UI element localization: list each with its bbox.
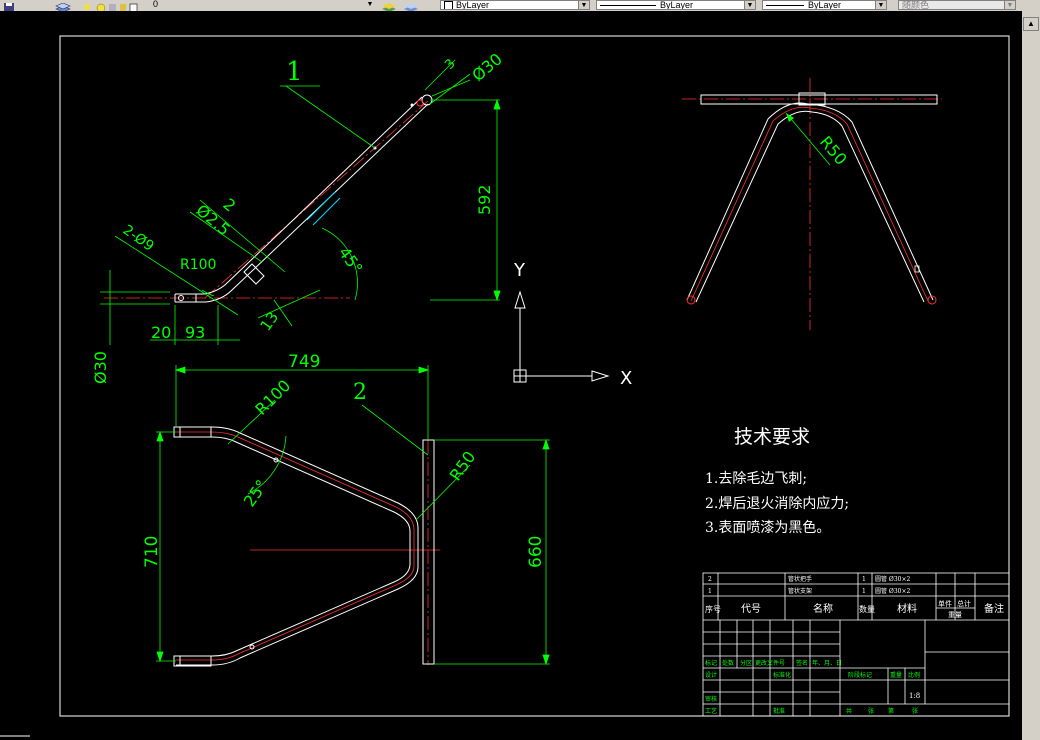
label-scale: 比例	[908, 671, 920, 679]
layer-value: 0	[153, 0, 159, 9]
make-current-layer-icon[interactable]	[380, 0, 400, 11]
title-block	[702, 572, 1010, 717]
bom-row-2-qty: 1	[862, 588, 866, 595]
label-sheet-word2: 张	[912, 707, 918, 715]
dim-710: 710	[142, 536, 162, 568]
lineweight-preview	[766, 5, 804, 7]
bom-row-1-material: 圆管 Ø30×2	[875, 575, 910, 583]
scroll-up-icon[interactable]: ▲	[1023, 17, 1039, 31]
title-block-sign: 标记 处数 分区 更改文件号 签名 年、月、日 设计 标准化 阶段标记 重量 比…	[705, 659, 920, 715]
scale-value: 1:8	[909, 692, 920, 700]
dim-r100-top: R100	[180, 257, 216, 273]
tech-item-3: 3.表面喷漆为黑色。	[705, 519, 830, 536]
bom-header-code: 代号	[741, 603, 761, 615]
plotstyle-dropdown[interactable]: 随颜色 ▼	[898, 0, 1016, 10]
bom-row-1-qty: 1	[862, 576, 866, 583]
bom-header-remark: 备注	[984, 602, 1004, 615]
sign-signature: 签名	[796, 659, 808, 667]
dim-phi30-left: Ø30	[91, 351, 110, 384]
part2-dimensions	[156, 365, 550, 666]
label-sheet-no: 第	[888, 707, 894, 715]
bom-header-material: 材料	[897, 602, 917, 615]
save-icon[interactable]	[2, 0, 16, 11]
ucs-icon	[513, 290, 610, 383]
color-swatch	[444, 1, 453, 9]
chevron-down-icon[interactable]: ▼	[744, 1, 755, 9]
axis-y-label: Y	[513, 260, 526, 281]
label-weight: 重量	[890, 671, 902, 679]
layer-state-icons[interactable]	[82, 0, 162, 11]
layer-previous-icon[interactable]	[402, 0, 420, 11]
plotstyle-value: 随颜色	[902, 0, 930, 10]
sign-zone: 分区	[740, 659, 752, 667]
part2-label: 2	[353, 380, 367, 405]
top-view	[682, 78, 942, 330]
bom-row-1-name: 管状把手	[788, 575, 812, 583]
bom-header-name: 名称	[813, 602, 833, 615]
label-stage: 阶段标记	[848, 671, 872, 679]
label-process: 工艺	[705, 707, 717, 715]
bom-row-2-name: 管状支架	[788, 587, 812, 595]
bom-row-2-no: 1	[708, 588, 712, 595]
label-sheet-word: 张	[868, 707, 874, 715]
part1-view	[104, 94, 433, 303]
bom-header-no: 序号	[705, 604, 721, 614]
tech-title: 技术要求	[734, 426, 810, 448]
bom-header-qty: 数量	[859, 604, 875, 614]
bom-row-1-no: 2	[708, 576, 712, 583]
chevron-down-icon[interactable]: ▼	[1004, 1, 1015, 9]
drawing-canvas[interactable]: 1 Ø30 3 592 45° 2 Ø2.5 2-Ø9 R100 13 20 9…	[0, 11, 1022, 740]
part1-dimensions	[100, 59, 501, 345]
tech-item-2: 2.焊后退火消除内应力;	[705, 495, 849, 512]
label-sheet-total: 共	[846, 707, 852, 715]
chevron-down-icon[interactable]: ▼	[875, 1, 886, 9]
title-block-text: 2 管状把手 1 圆管 Ø30×2 1 管状支架 1 圆管 Ø30×2 序号 代…	[705, 575, 1004, 619]
dim-660: 660	[526, 536, 546, 568]
layer-dropdown[interactable]: 0 ▼	[150, 0, 375, 10]
lineweight-dropdown[interactable]: ByLayer ▼	[762, 0, 887, 10]
sign-file: 更改文件号	[755, 659, 785, 667]
lineweight-value: ByLayer	[808, 0, 842, 10]
tech-item-1: 1.去除毛边飞刺;	[705, 471, 807, 487]
sign-count: 处数	[722, 659, 734, 667]
linetype-value: ByLayer	[660, 0, 694, 10]
drawing-frame	[59, 35, 1010, 717]
chevron-down-icon[interactable]: ▼	[366, 1, 374, 8]
label-review: 审核	[705, 695, 717, 703]
label-approve: 批准	[773, 707, 785, 715]
dim-20: 20	[151, 323, 171, 342]
tech-requirements: 技术要求 1.去除毛边飞刺; 2.焊后退火消除内应力; 3.表面喷漆为黑色。	[705, 426, 849, 536]
properties-toolbar: 0 ▼ ByLayer ▼ ByLayer ▼ ByLayer ▼ 随颜色 ▼	[0, 0, 1040, 12]
bom-header-unit: 单件	[938, 599, 952, 608]
axis-x-label: X	[620, 368, 632, 389]
bom-header-total: 总计	[957, 599, 971, 608]
canvas-background	[0, 11, 1022, 740]
dim-749: 749	[288, 352, 320, 372]
label-standard: 标准化	[773, 671, 791, 679]
sign-date: 年、月、日	[812, 659, 842, 667]
bom-header-weight: 重量	[948, 611, 962, 619]
bom-row-2-material: 圆管 Ø30×2	[875, 587, 910, 595]
vertical-scrollbar[interactable]: ▲	[1021, 11, 1040, 740]
color-value: ByLayer	[456, 0, 490, 10]
layer-manager-icon[interactable]	[54, 0, 72, 11]
chevron-down-icon[interactable]: ▼	[578, 1, 589, 9]
color-dropdown[interactable]: ByLayer ▼	[440, 0, 590, 10]
part1-label: 1	[286, 57, 303, 87]
label-design: 设计	[705, 671, 717, 679]
linetype-preview	[600, 5, 656, 7]
sign-mark: 标记	[705, 659, 717, 667]
dim-592: 592	[475, 184, 494, 215]
dim-93: 93	[185, 323, 205, 342]
linetype-dropdown[interactable]: ByLayer ▼	[596, 0, 756, 10]
